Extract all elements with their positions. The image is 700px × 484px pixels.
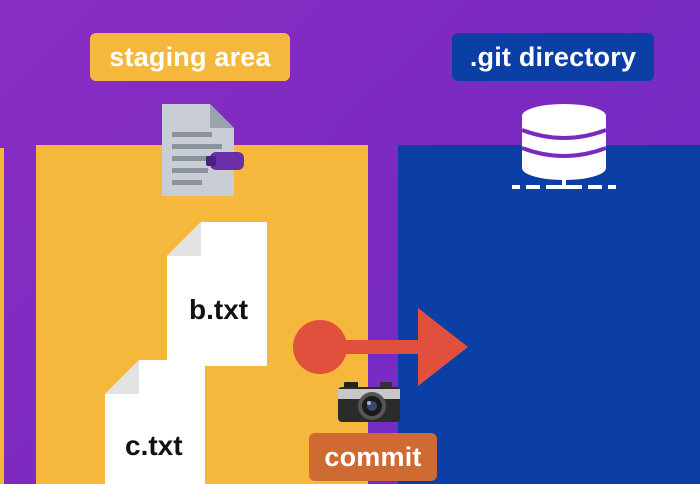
working-directory-panel-edge: [0, 148, 4, 484]
file-b-fold-icon: [167, 222, 201, 256]
commit-label: commit: [309, 433, 437, 481]
file-b-name: b.txt: [189, 294, 249, 325]
staging-area-label: staging area: [90, 33, 290, 81]
file-c-fold-icon: [105, 360, 139, 394]
git-directory-panel: [398, 145, 700, 484]
camera-icon: [338, 382, 400, 422]
file-c-name: c.txt: [125, 430, 183, 461]
database-icon: [512, 104, 616, 189]
commit-arrow-icon: [293, 308, 468, 386]
git-directory-label: .git directory: [452, 33, 654, 81]
file-c: c.txt: [105, 360, 205, 484]
document-icon: [162, 104, 244, 196]
